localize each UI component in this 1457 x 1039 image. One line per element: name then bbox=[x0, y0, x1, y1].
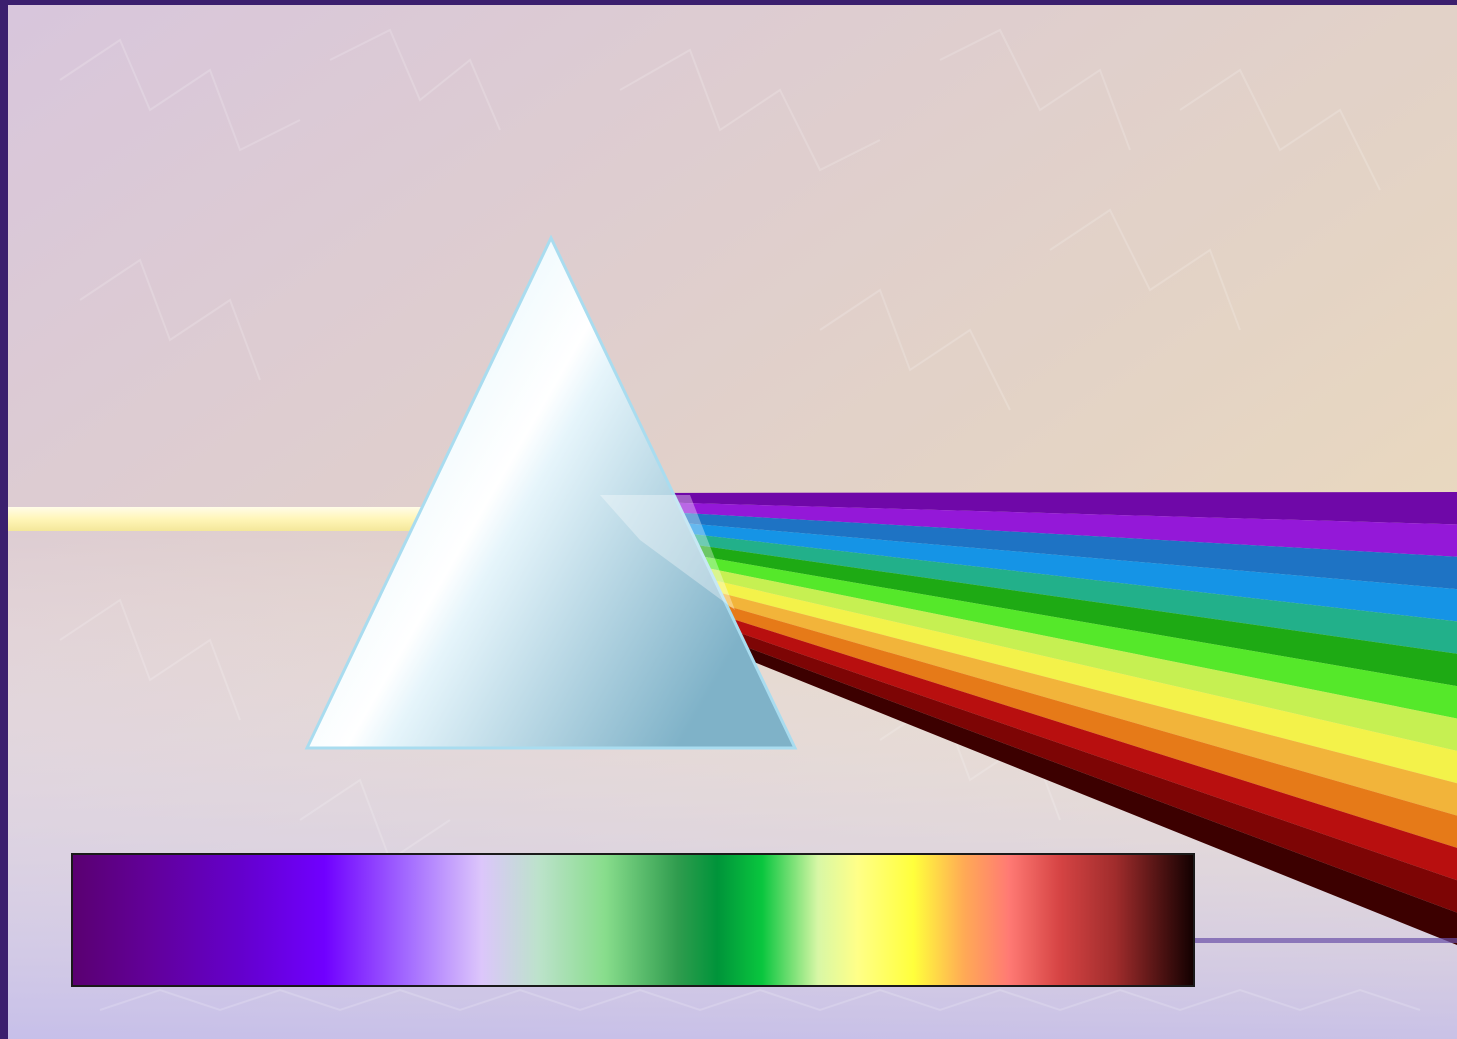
white-light-beam bbox=[8, 507, 428, 531]
ground-line bbox=[1190, 938, 1457, 943]
spectrum-color-bar bbox=[72, 854, 1194, 986]
